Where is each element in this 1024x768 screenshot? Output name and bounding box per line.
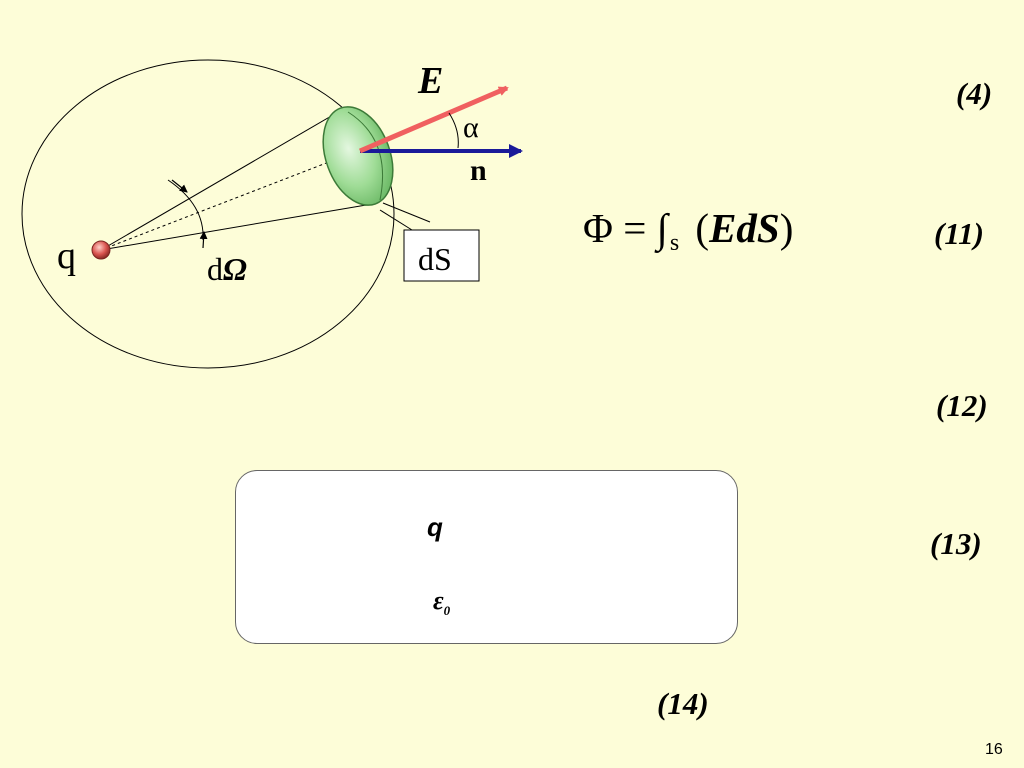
formula-lhs: Φ = ∫ xyxy=(583,205,668,251)
ds-leader-1 xyxy=(382,202,431,223)
field-label: E xyxy=(417,60,443,102)
solid-angle-tick-bottom xyxy=(199,231,208,249)
area-label: dS xyxy=(418,241,452,277)
epsilon-symbol: ε xyxy=(433,586,444,615)
equation-number-11: (11) xyxy=(934,216,984,251)
equation-number-12: (12) xyxy=(936,388,988,423)
field-vector-arrow xyxy=(359,85,509,154)
flux-formula: Φ = ∫s (EdS) xyxy=(583,205,794,256)
solid-angle-symbol: Ω xyxy=(223,251,247,287)
charge-label: q xyxy=(57,235,76,277)
flux-diagram: q E n α dΩ dS xyxy=(21,59,523,369)
cone-line-bottom xyxy=(100,202,379,251)
surface-element-rim xyxy=(347,111,384,201)
ds-label-box xyxy=(403,229,480,282)
solid-angle-label: dΩ xyxy=(207,251,247,287)
result-numerator: q xyxy=(427,512,443,542)
page-number: 16 xyxy=(985,741,1003,758)
cone-axis xyxy=(100,149,361,251)
equation-number-14: (14) xyxy=(657,686,709,721)
solid-angle-prefix: d xyxy=(207,251,223,287)
cone-line-top xyxy=(100,107,346,251)
formula-body: EdS xyxy=(709,205,780,251)
formula-close: ) xyxy=(779,205,794,251)
ds-leader-2 xyxy=(379,209,413,231)
result-box xyxy=(235,470,738,644)
normal-label: n xyxy=(470,154,487,187)
formula-subscript: s xyxy=(669,230,680,256)
solid-angle-tick-top xyxy=(171,179,188,193)
closed-surface xyxy=(21,59,395,369)
equation-number-13: (13) xyxy=(930,526,982,561)
angle-label: α xyxy=(463,111,479,144)
formula-open: ( xyxy=(685,205,710,251)
epsilon-subscript: 0 xyxy=(443,603,451,619)
equation-number-4: (4) xyxy=(956,76,993,111)
angle-arc xyxy=(448,112,459,149)
result-denominator: ε0 xyxy=(433,586,450,619)
surface-element xyxy=(322,106,394,206)
point-charge xyxy=(91,240,111,260)
solid-angle-arc xyxy=(167,179,204,241)
